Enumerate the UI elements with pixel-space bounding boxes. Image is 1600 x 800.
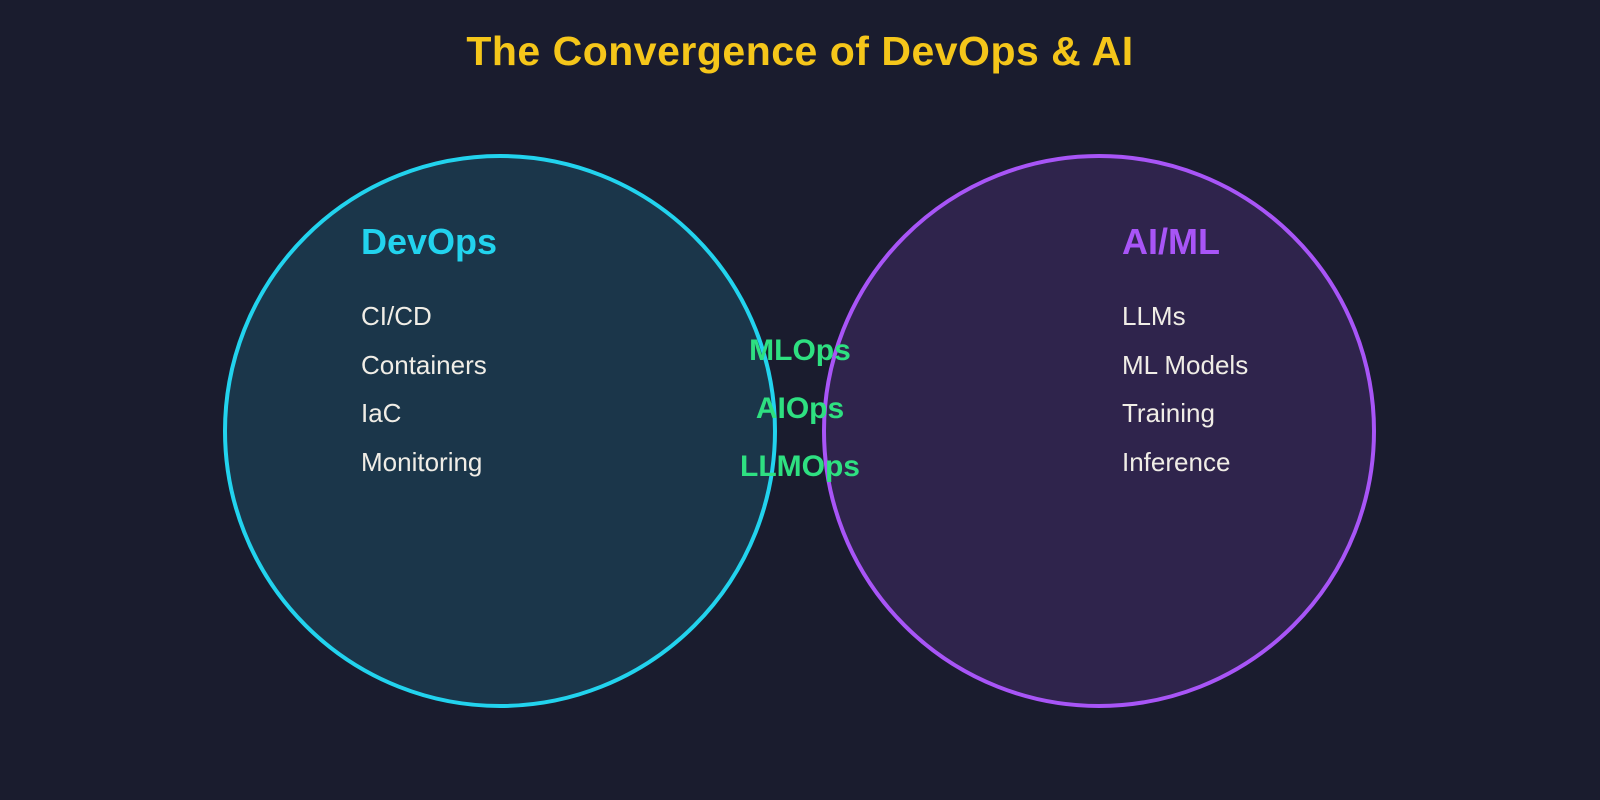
aiml-item-inference: Inference [1122,446,1231,477]
devops-circle: DevOps CI/CD Containers IaC Monitoring [223,154,777,708]
intersection-label-llmops: LLMOps [740,450,860,483]
devops-item-cicd: CI/CD [361,301,432,331]
diagram-title: The Convergence of DevOps & AI [466,28,1134,74]
intersection-label-list: MLOps AIOps LLMOps [650,322,950,496]
devops-item-list: CI/CD Containers IaC Monitoring [361,292,487,486]
intersection-label-mlops: MLOps [749,334,851,367]
devops-circle-label: DevOps [361,221,498,262]
aiml-circle: AI/ML LLMs ML Models Training Inference [822,154,1376,708]
aiml-item-ml-models: ML Models [1122,349,1249,380]
aiml-item-list: LLMs ML Models Training Inference [1122,292,1248,486]
aiml-item-llms: LLMs [1122,301,1186,331]
devops-item-monitoring: Monitoring [361,446,483,477]
aiml-item-training: Training [1122,398,1215,428]
intersection-label-aiops: AIOps [755,392,845,425]
aiml-circle-label: AI/ML [1122,221,1220,262]
devops-item-iac: IaC [361,398,402,428]
devops-item-containers: Containers [361,349,487,380]
